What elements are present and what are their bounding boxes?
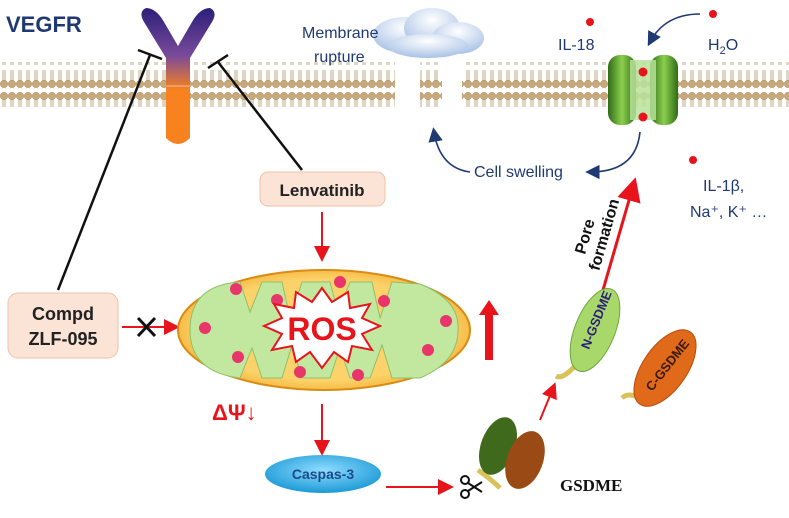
h2o-inflow-arrow — [647, 13, 701, 47]
lenvatinib-label: Lenvatinib — [279, 181, 364, 200]
ros-label: ROS — [287, 311, 356, 347]
gsdme-label: GSDME — [560, 476, 622, 495]
n-gsdme-protein — [554, 288, 621, 380]
lenvatinib-box — [259, 171, 386, 207]
swelling-to-rupture-arrow — [428, 127, 471, 173]
inhibition-lines — [56, 48, 303, 291]
il1b-label: IL-1β, — [703, 178, 744, 195]
gsdme-protein — [476, 417, 545, 490]
caspase-3-label: Caspas-3 — [292, 466, 354, 482]
compd-box — [7, 292, 119, 359]
x-block-icon — [136, 316, 157, 338]
membrane-rupture-label-2: rupture — [314, 49, 365, 66]
il18-label: IL-18 — [558, 37, 595, 54]
up-arrow-icon — [479, 300, 499, 360]
scissors-icon — [460, 475, 483, 499]
cell-swelling-arrow — [585, 131, 641, 180]
caspase-3-oval — [265, 455, 381, 493]
cell-swelling-label: Cell swelling — [474, 164, 563, 181]
gsdme-to-n-gsdme-arrow — [539, 382, 557, 421]
pore-formation-arrow — [601, 177, 641, 291]
cloud-icon — [373, 8, 484, 58]
pore-channel-icon — [608, 55, 678, 125]
c-gsdme-protein — [620, 329, 697, 407]
ros-starburst — [261, 286, 383, 370]
h2o-label: H2O — [708, 37, 738, 57]
ions-label: Na⁺, K⁺ … — [690, 204, 767, 221]
vegfr-label: VEGFR — [6, 12, 82, 37]
delta-psi-label: ΔΨ↓ — [212, 400, 257, 425]
compd-label-2: ZLF-095 — [28, 329, 97, 349]
vegfr-receptor — [141, 8, 215, 144]
compd-label-1: Compd — [32, 304, 94, 324]
membrane-rupture-label-1: Membrane — [302, 25, 379, 42]
